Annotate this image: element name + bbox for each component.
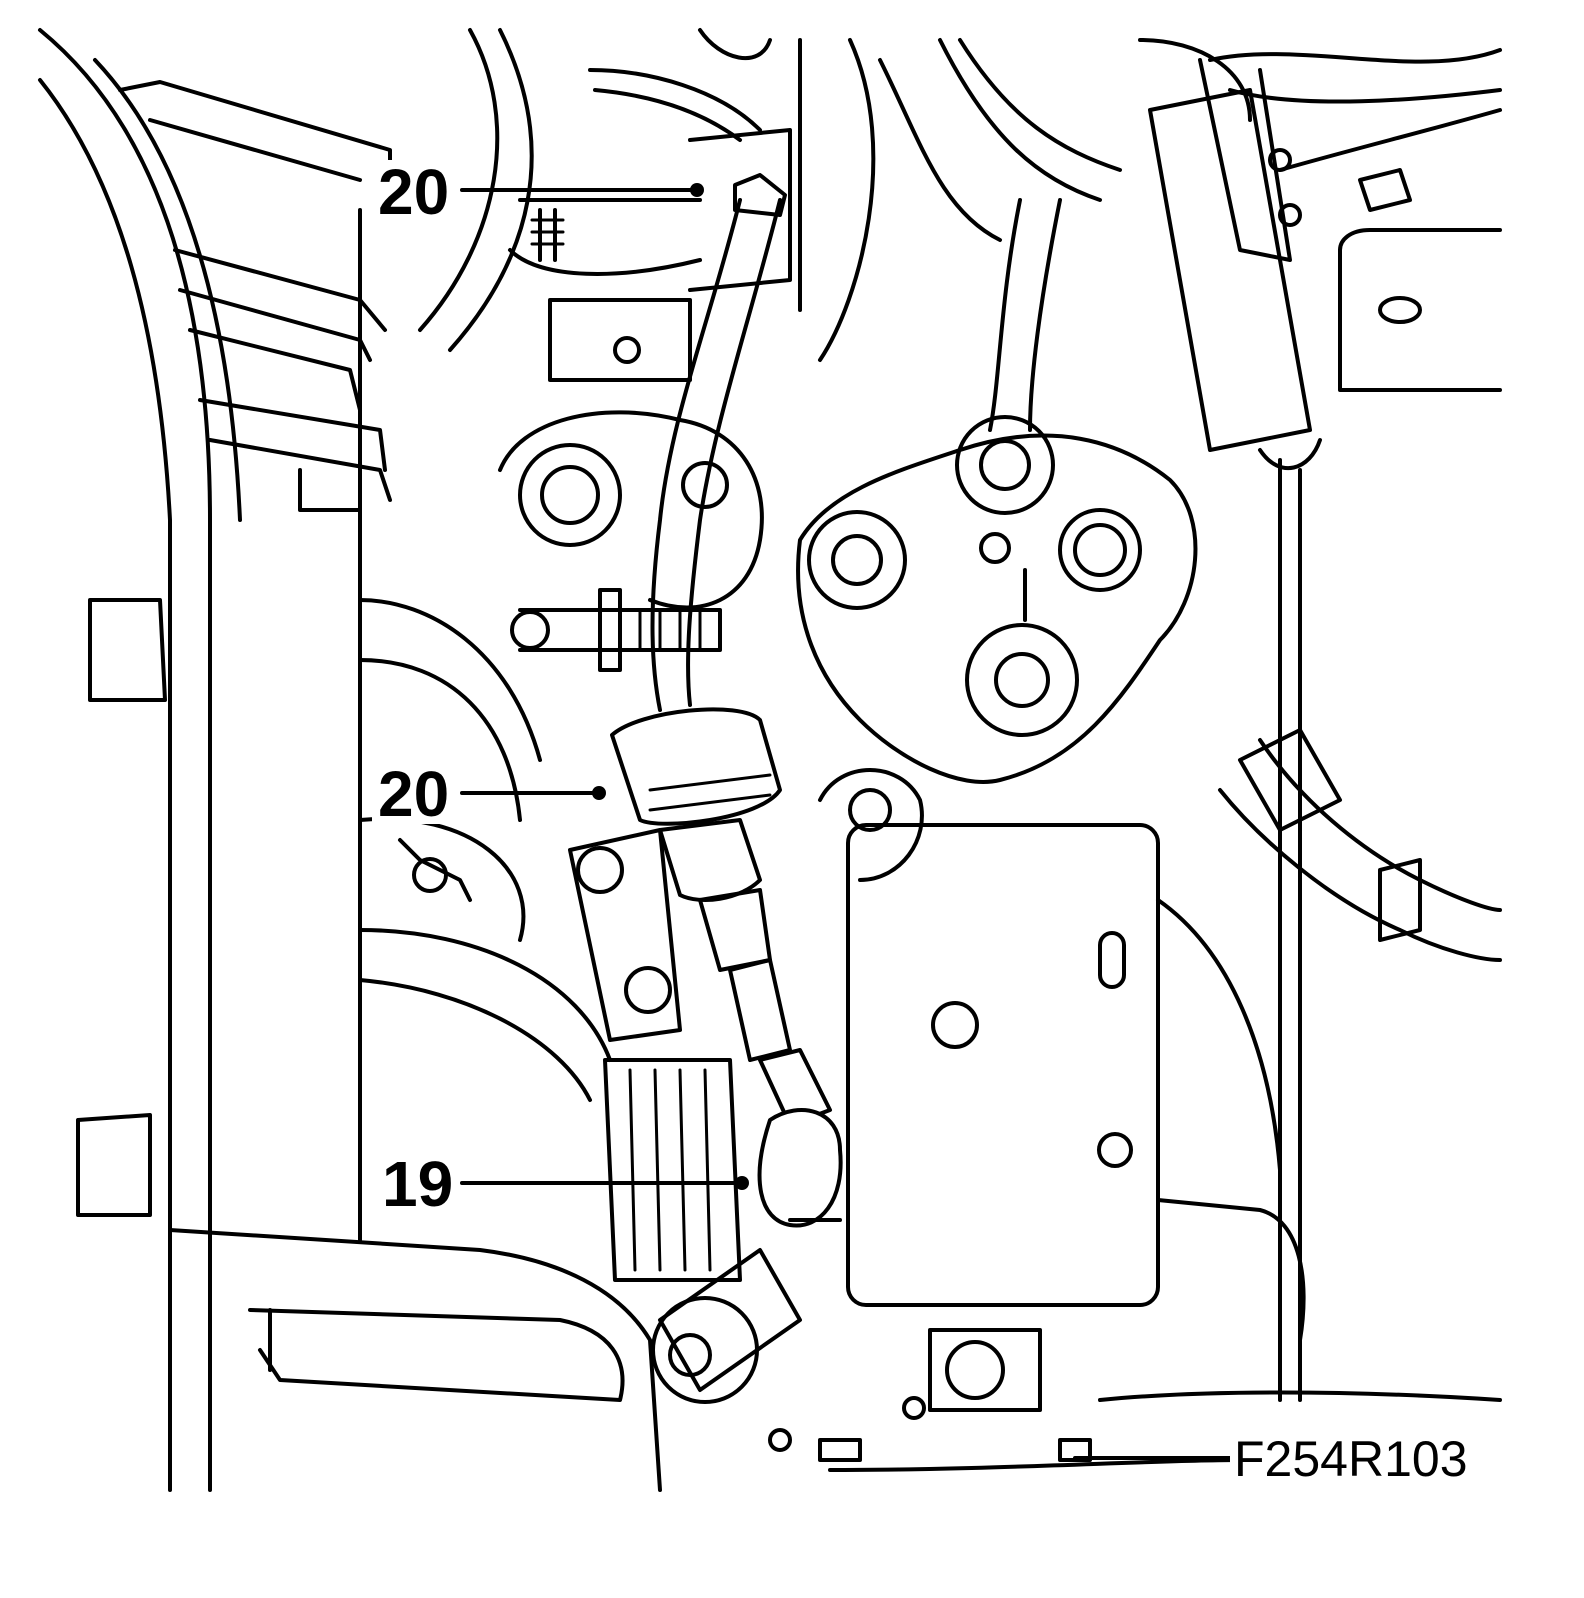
callout-labels: 20 20 19 [372,156,460,1220]
right-brackets [1148,48,1502,471]
foreground-duct [168,1228,662,1492]
pulley-assembly [358,598,612,1102]
left-fender [38,28,242,1492]
engine-mount [498,410,764,672]
radiator-stack [76,80,392,1242]
cover-plate [846,823,1306,1342]
lower-base [651,1248,1502,1472]
upper-hoses [418,28,1252,432]
middle-callout-background [372,762,460,824]
upper-callout-background [372,160,460,222]
upper-leader-dot [690,183,704,197]
callout-20-middle: 20 [378,758,449,830]
ribbed-housing [603,1058,742,1282]
middle-leader-dot [592,786,606,800]
figure-code: F254R103 [1234,1431,1468,1487]
leader-lines [460,183,1232,1460]
right-lower-hose [1218,458,1502,1402]
sensor-bracket [568,768,924,1042]
lower-leader-dot [735,1176,749,1190]
figure-code-background [1230,1428,1482,1486]
callout-20-upper: 20 [378,156,449,228]
callout-19: 19 [382,1148,453,1220]
sensor-cable [610,173,843,1228]
compressor-manifold [796,415,1198,784]
upper-bracket [508,128,792,382]
lower-callout-background [378,1152,460,1214]
